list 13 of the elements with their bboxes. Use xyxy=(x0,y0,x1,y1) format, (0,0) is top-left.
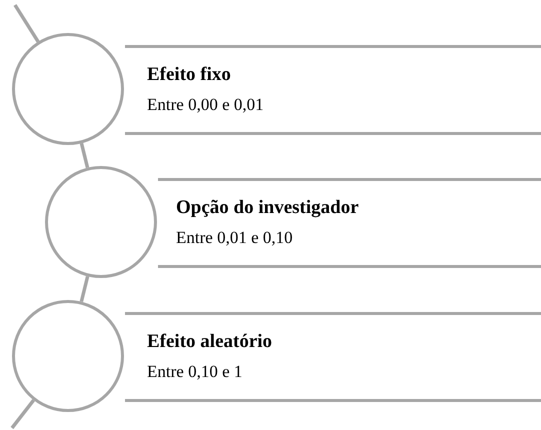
list-band xyxy=(125,45,541,135)
connector-line xyxy=(10,399,35,430)
item-range: Entre 0,00 e 0,01 xyxy=(147,95,265,116)
connector-line xyxy=(14,4,40,43)
item-heading: Efeito fixo xyxy=(147,64,232,88)
item-heading: Opção do investigador xyxy=(176,197,360,220)
list-band xyxy=(125,312,541,402)
item-range: Entre 0,10 e 1 xyxy=(147,362,244,383)
item-heading: Efeito aleatório xyxy=(147,331,274,354)
connector-line xyxy=(80,276,90,302)
item-range: Entre 0,01 e 0,10 xyxy=(176,228,294,249)
connector-line xyxy=(80,142,90,168)
list-band xyxy=(158,178,541,268)
